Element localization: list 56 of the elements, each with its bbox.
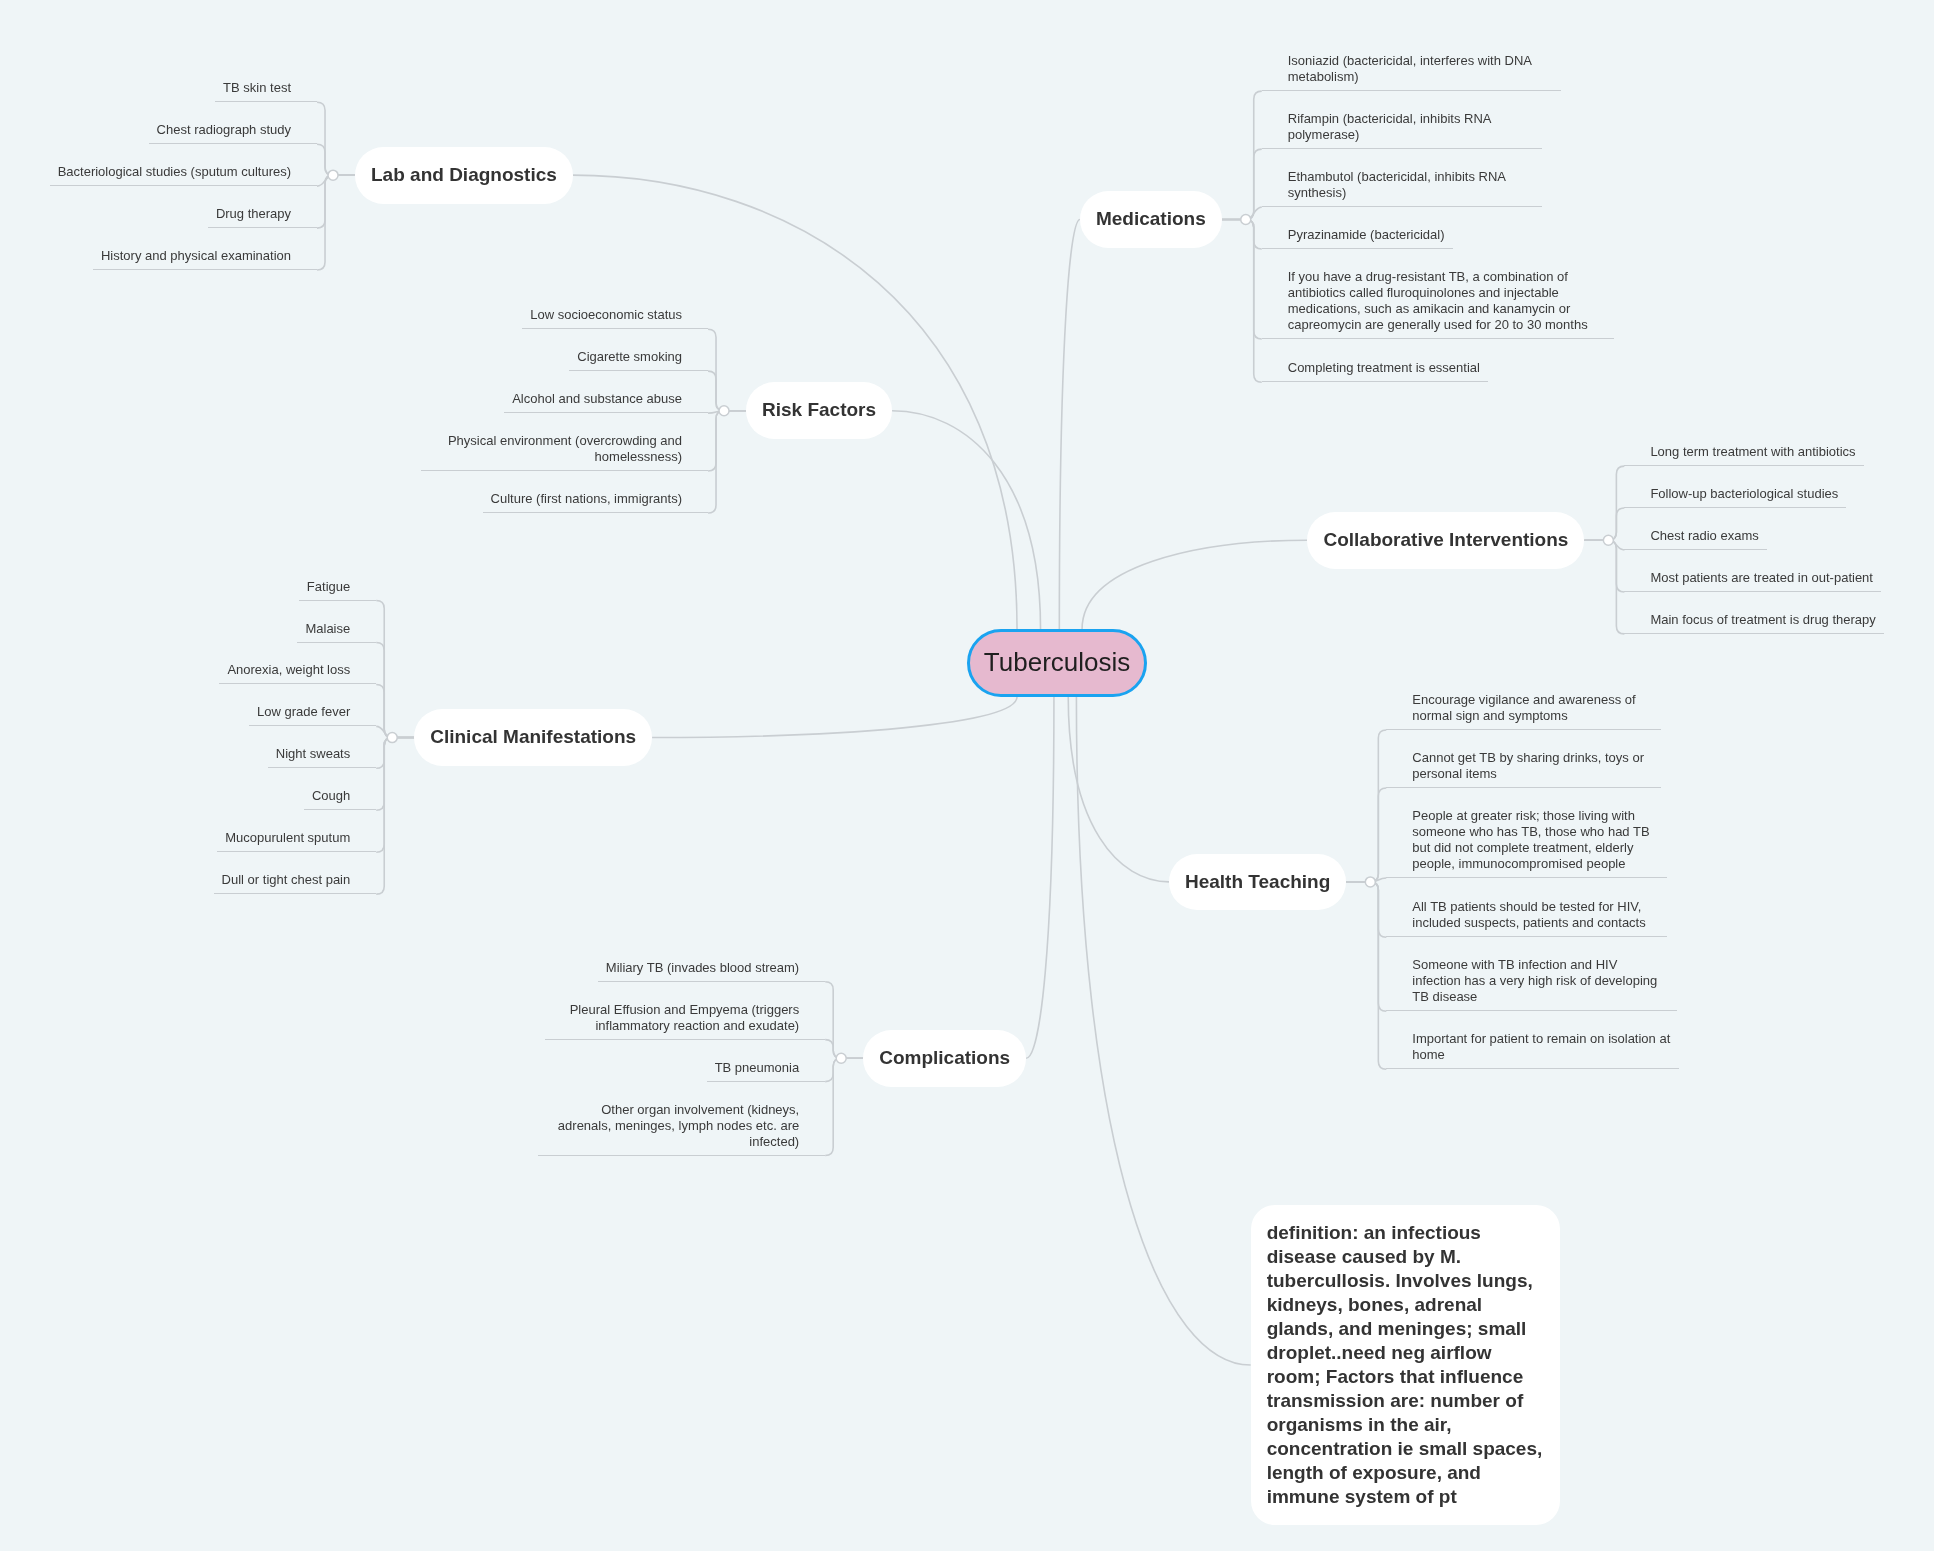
branch-label: Anorexia, weight loss [219,662,377,685]
branch-label: Completing treatment is essential [1261,360,1488,383]
branch-label: Encourage vigilance and awareness of normal sign and symptoms [1386,692,1661,731]
branch-label: Physical environment (overcrowding and homelessness) [421,433,709,471]
connector-line [891,409,1042,630]
branch-label: Miliary TB (invades blood stream) [597,959,826,982]
branch-label: Isoniazid (bactericidal, interferes with DNA metabolism) [1261,53,1561,92]
connector-line [1075,696,1252,1366]
branch-label: Fatigue [298,578,377,601]
branch-label: Cough [303,788,377,811]
branch-label: Low grade fever [249,704,377,727]
topic-pill: Risk Factors [746,382,893,440]
branch-label: Most patients are treated in out-patient [1624,569,1881,592]
connector-line [651,696,1018,739]
branch-label: Ethambutol (bactericidal, inhibits RNA synthesis) [1261,169,1543,208]
topic-pill: Medications [1079,191,1222,248]
branch-label: Alcohol and substance abuse [504,391,709,414]
branch-label: Cannot get TB by sharing drinks, toys or personal items [1386,750,1661,788]
connector-line [572,174,1018,630]
topic-pill: Health Teaching [1169,853,1347,911]
branch-label: Chest radiograph study [148,122,318,145]
branch-label: Cigarette smoking [569,349,709,372]
topic-pill: Collaborative Interventions [1307,511,1585,569]
branch-label: Pleural Effusion and Empyema (triggers inflammatory reaction and exudate) [544,1001,826,1040]
connector-line [1081,539,1309,630]
branch-label: Mucopurulent sputum [217,830,377,853]
branch-label: TB pneumonia [706,1059,826,1082]
topic-pill: Lab and Diagnostics [355,146,573,204]
branch-label: Chest radio exams [1624,528,1767,550]
branch-label: Rifampin (bactericidal, inhibits RNA polymerase) [1261,111,1543,150]
topic-pill: Clinical Manifestations [414,709,653,766]
branch-label: Night sweats [267,746,377,769]
branch-label: Someone with TB infection and HIV infection has a very high risk of developing TB disease [1386,957,1677,1012]
branch-label: If you have a drug-resistant TB, a combination of antibiotics called fluroquinolones and injectable medications, such as amikacin and kanamycin or capreomycin are generally used for 20 to 30 months [1261,269,1614,339]
branch-label: All TB patients should be tested for HIV, included suspects, patients and contacts [1386,899,1667,938]
note-card: definition: an infectious disease caused by M. tubercullosis. Involves lungs, kidneys, bones, adrenal glands, and meninges; small droplet..need neg airflow room; Factors that influence transmission are: number of organisms in the air, concentration ie small spaces, length of exposure, and immune system of pt [1250,1205,1561,1526]
branch-label: Culture (first nations, immigrants) [482,491,709,513]
branch-label: Malaise [297,620,377,643]
connector-line [1058,218,1081,630]
branch-label: Long term treatment with antibiotics [1624,444,1864,467]
branch-label: Dull or tight chest pain [213,872,377,895]
branch-label: Drug therapy [207,206,318,229]
branch-label: Low socioeconomic status [522,307,709,330]
central-topic: Tuberculosis [967,629,1148,697]
branch-label: Bacteriological studies (sputum cultures) [49,164,318,187]
connector-line [1067,696,1170,883]
branch-label: Important for patient to remain on isolation at home [1386,1031,1680,1070]
connector-line [1025,696,1055,1060]
branch-label: Main focus of treatment is drug therapy [1624,611,1884,634]
branch-label: History and physical examination [93,248,318,270]
branch-label: Follow-up bacteriological studies [1624,486,1847,509]
branch-label: TB skin test [215,80,318,103]
branch-label: People at greater risk; those living with someone who has TB, those who had TB but did not complete treatment, elderly people, immunocompromised people [1386,808,1667,878]
branch-label: Other organ involvement (kidneys, adrenals, meninges, lymph nodes etc. are infected) [538,1101,826,1156]
topic-pill: Complications [863,1029,1027,1087]
branch-label: Pyrazinamide (bactericidal) [1261,227,1453,250]
